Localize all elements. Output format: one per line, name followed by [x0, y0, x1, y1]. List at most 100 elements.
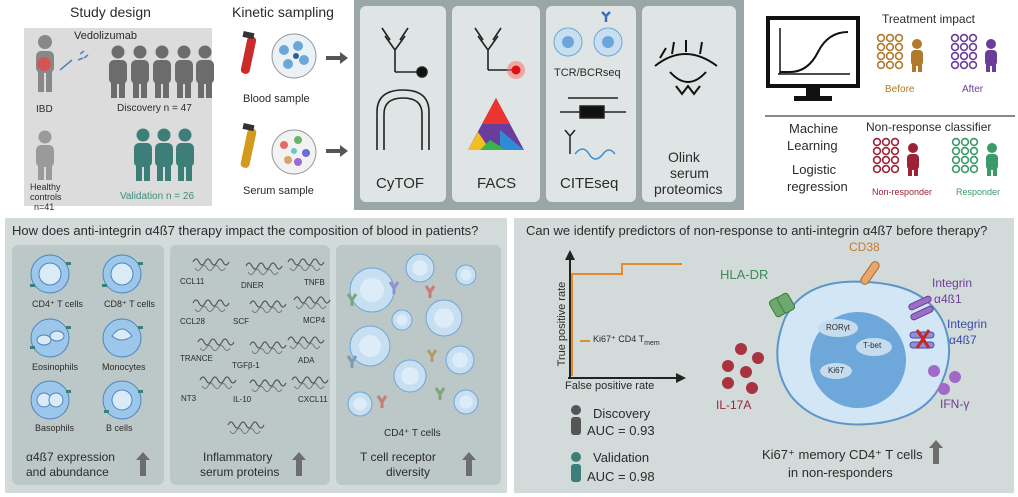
- ki67-blob: [820, 363, 852, 379]
- tcr-receptor-icon: [434, 387, 446, 400]
- proteins-caption-1: Inflammatory: [203, 450, 273, 464]
- t-cell-icon: [349, 325, 391, 367]
- roc-curve: [571, 263, 682, 376]
- protein-structure-icon: [293, 296, 331, 309]
- protein-structure-icon: [197, 338, 235, 351]
- sequencing-icon: [560, 97, 626, 160]
- antibody-metal-icon: [376, 27, 430, 150]
- integrin-a4b1-label-1: Integrin: [932, 276, 973, 290]
- responder-dot-grid: [951, 137, 998, 176]
- basophil-icon: [30, 380, 70, 420]
- protein-structure-icon: [287, 336, 325, 349]
- integrin-a4b1-label-2: α4ß1: [934, 292, 962, 306]
- citeseq-label: CITEseq: [560, 175, 619, 192]
- serum-proteins-icon: [271, 129, 317, 175]
- cd4-cell-icon: [30, 254, 70, 294]
- protein-structure-icon: [287, 258, 325, 271]
- tcr-caption-2: diversity: [386, 465, 431, 479]
- ml-divider: [765, 115, 1015, 117]
- protein-structure-icon: [249, 300, 287, 313]
- protein-structure-icon: [245, 262, 283, 275]
- cells-caption-1: α4ß7 expression: [26, 450, 115, 464]
- integrin-a4b7-label-1: Integrin: [947, 317, 988, 331]
- proteins-subpanel: [170, 245, 330, 485]
- olink-probe-icon: [654, 40, 718, 96]
- discovery-person-icon: [571, 405, 581, 435]
- discovery-auc: AUC = 0.93: [587, 423, 655, 438]
- t-cell-icon: [347, 391, 373, 417]
- drug-icon: [59, 50, 89, 71]
- immune-cells-icons: [30, 254, 143, 420]
- increase-arrow-icon: [929, 440, 943, 464]
- protein-structure-icon: [249, 379, 287, 392]
- serum-sample-label: Serum sample: [243, 185, 314, 197]
- rorgt-label: RORγt: [826, 323, 850, 332]
- protein-structure-icon: [199, 376, 237, 389]
- ml-label-4: regression: [787, 179, 848, 194]
- ibd-patient-icon: [36, 35, 54, 92]
- right-question: Can we identify predictors of non-respon…: [526, 223, 988, 238]
- t-cell-icon: [393, 359, 427, 393]
- roc-xlabel: False positive rate: [565, 380, 655, 392]
- protein-trance: TRANCE: [180, 354, 213, 363]
- protein-il10: IL-10: [233, 395, 252, 404]
- roc-legend-text: Ki67⁺ CD4 T: [593, 334, 645, 344]
- b-cell-icon: [102, 380, 142, 420]
- integrin-a4b7-label-2: α4ß7: [949, 333, 977, 347]
- discovery-group-icon: [109, 45, 214, 98]
- cells-caption-2: and abundance: [26, 465, 109, 479]
- olink-label-2: serum: [670, 165, 709, 181]
- t-cell-icon: [445, 345, 475, 375]
- protein-structure-icon: [192, 258, 230, 271]
- kinetic-title: Kinetic sampling: [232, 4, 334, 20]
- t-cell-icon: [453, 389, 479, 415]
- tcr-receptor-icon: [376, 395, 388, 408]
- eosinophil-icon: [30, 318, 70, 358]
- tcr-receptor-icon: [346, 293, 358, 306]
- after-label: After: [962, 84, 984, 95]
- protein-ccl28: CCL28: [180, 317, 205, 326]
- tcr-receptor-icon: [424, 285, 436, 298]
- il17a-molecules-icon: [722, 343, 764, 394]
- hladr-receptor-icon: [768, 292, 796, 318]
- cohort-icons: [571, 405, 581, 482]
- monocyte-icon: [102, 318, 142, 358]
- ml-label-2: Learning: [787, 138, 838, 153]
- drug-label: Vedolizumab: [74, 30, 137, 42]
- healthy-label-3: n=41: [34, 202, 55, 212]
- validation-auc: AUC = 0.98: [587, 469, 655, 484]
- t-cell-icon: [349, 267, 395, 313]
- non-responder-dot-person-icon: [907, 143, 919, 176]
- protein-structure-icon: [249, 341, 287, 354]
- ifng-label: IFN-γ: [940, 397, 970, 411]
- cd38-receptor-icon: [860, 261, 880, 285]
- tbet-label: T-bet: [863, 341, 882, 350]
- cell-label-b: B cells: [106, 423, 133, 433]
- protein-tgfb1: TGFβ-1: [232, 361, 260, 370]
- validation-label: Validation n = 26: [120, 191, 195, 202]
- roc-axis-arrow-y: [565, 250, 575, 260]
- study-design-title: Study design: [70, 4, 151, 20]
- protein-nt3: NT3: [181, 394, 197, 403]
- responder-dot-person-icon: [986, 143, 998, 176]
- rorgt-blob: [818, 319, 858, 337]
- protein-ccl11: CCL11: [180, 277, 205, 286]
- tcell-label: CD4⁺ T cells: [384, 428, 441, 439]
- cd38-label: CD38: [849, 240, 880, 254]
- serum-tube-icon: [240, 123, 257, 168]
- roc-legend: Ki67⁺ CD4 Tmem: [593, 334, 660, 347]
- tcr-receptor-icon: [426, 349, 438, 362]
- monitor-icon: [766, 16, 860, 101]
- discovery-cohort-label: Discovery: [593, 406, 651, 421]
- non-responder-dot-grid: [872, 137, 919, 176]
- tcr-label: TCR/BCRseq: [554, 67, 621, 79]
- olink-label-1: Olink: [668, 149, 700, 165]
- protein-structure-icon: [291, 376, 329, 389]
- validation-cohort-label: Validation: [593, 450, 650, 465]
- right-caption-1: Ki67⁺ memory CD4⁺ T cells: [762, 447, 923, 462]
- arrow-icon: [326, 52, 348, 157]
- cell-label-cd8: CD8⁺ T cells: [104, 299, 155, 309]
- blood-sample-label: Blood sample: [243, 93, 310, 105]
